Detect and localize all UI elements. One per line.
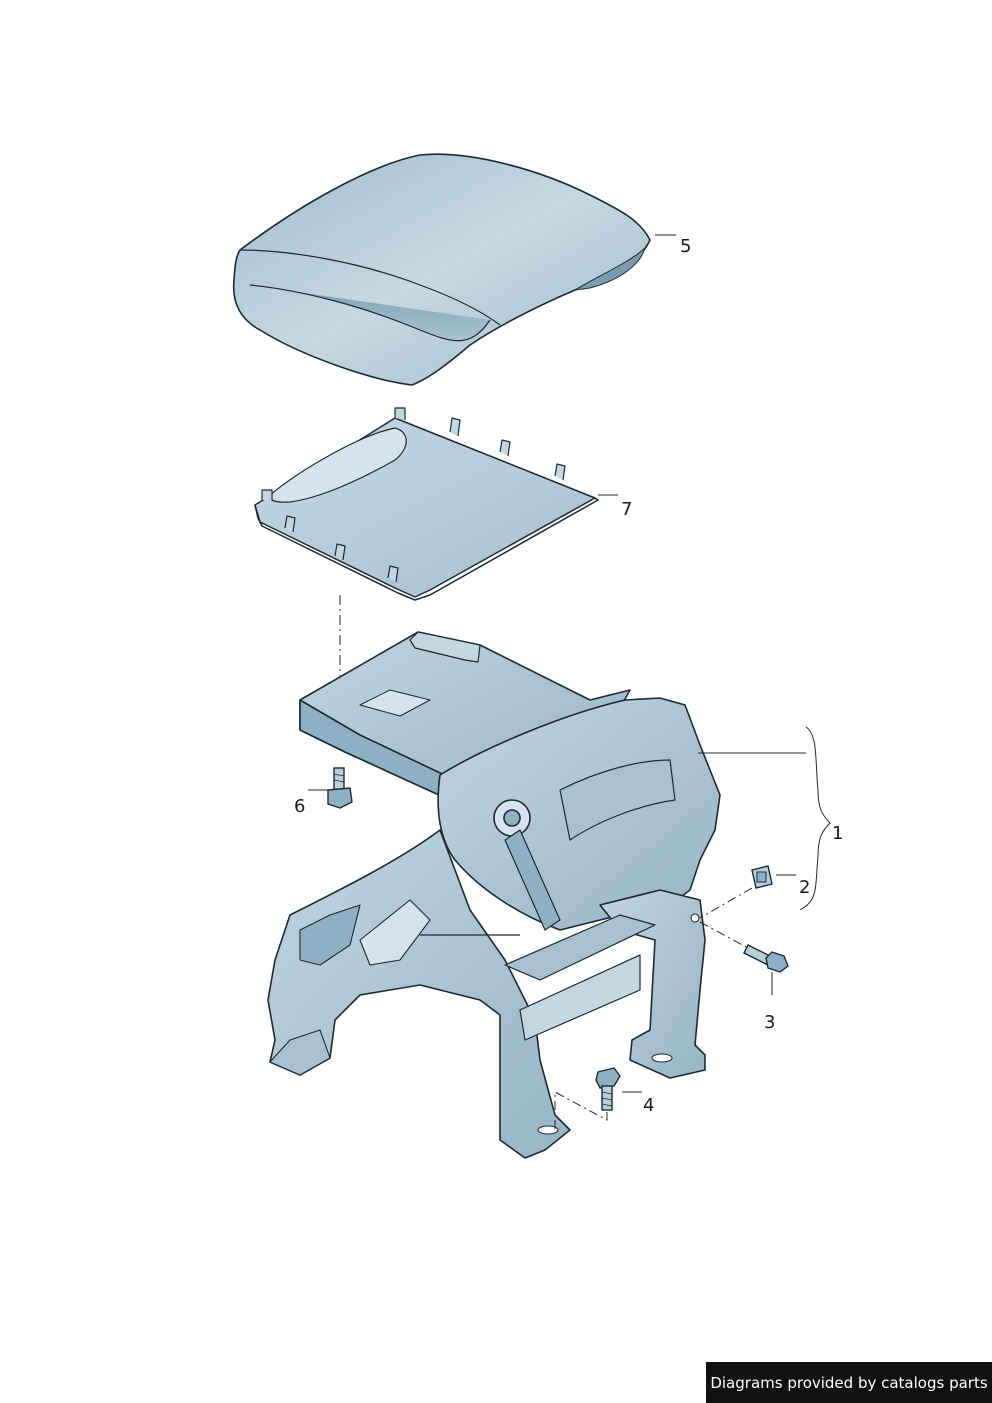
callout-5: 5 <box>680 236 692 257</box>
console-frame-part-1 <box>267 631 721 1159</box>
callout-7: 7 <box>621 499 633 520</box>
cover-plate-part-7 <box>254 407 599 601</box>
bolt-part-3 <box>743 944 789 973</box>
callout-6: 6 <box>294 796 306 817</box>
callout-1: 1 <box>832 823 844 844</box>
credit-banner: Diagrams provided by catalogs parts <box>706 1362 992 1403</box>
leader-lines <box>308 234 831 1093</box>
bolt-part-6 <box>327 767 353 809</box>
callout-3: 3 <box>764 1012 776 1033</box>
clip-nut-part-2 <box>751 865 773 889</box>
assembly-guides <box>554 887 753 1130</box>
callout-4: 4 <box>643 1095 655 1116</box>
armrest-cushion-part-5 <box>232 153 651 386</box>
callout-2: 2 <box>799 877 811 898</box>
bolt-part-4 <box>595 1067 621 1111</box>
